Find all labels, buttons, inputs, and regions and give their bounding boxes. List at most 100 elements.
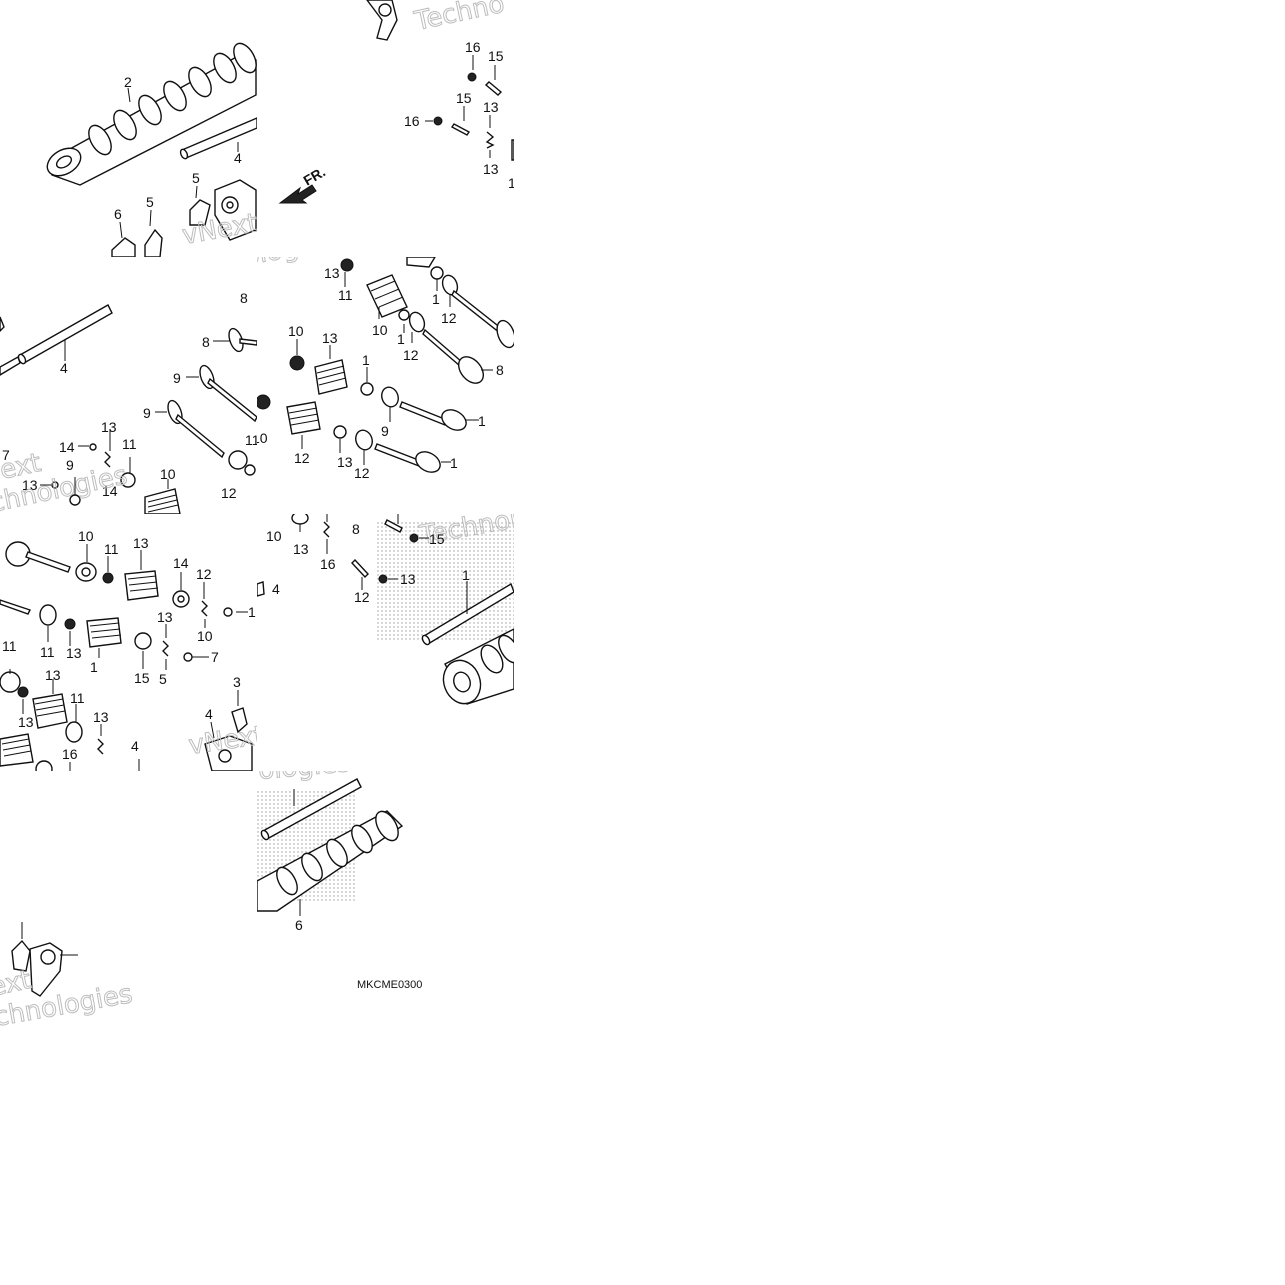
callout-8: 8 <box>496 362 504 378</box>
valve-intake <box>167 364 257 459</box>
callout-12: 11 <box>40 644 55 660</box>
callout-6: 6 <box>114 206 122 222</box>
callout-5: 5 <box>146 194 154 210</box>
callout-5: 5 <box>192 170 200 186</box>
callout-3: 6 <box>295 917 303 933</box>
callout-13: 14 <box>102 483 118 499</box>
arrow-icon <box>278 184 317 204</box>
tile-center: ologies <box>257 257 514 514</box>
callout-13: 13 <box>324 265 340 281</box>
valve-spring-group <box>257 355 399 451</box>
tile-top-middle: Techno FR. 16 15 15 13 16 13 1 <box>257 0 514 257</box>
callout-15: 12 <box>354 589 370 605</box>
callout-11: 14 <box>173 555 189 571</box>
callout-10: 10 <box>160 466 176 482</box>
callout-1: 1 <box>248 604 256 620</box>
callout-1: 13 <box>337 454 353 470</box>
camshaft-exhaust <box>442 628 514 705</box>
callout-12: 9 <box>381 423 389 439</box>
callout-12: 12 <box>403 347 419 363</box>
callout-16: 13 <box>400 571 416 587</box>
tile-bottom-left: ext chnologies <box>0 771 257 1028</box>
rocker-arm-group <box>11 939 63 997</box>
callout-15: 15 <box>488 48 504 64</box>
cotter-group <box>51 443 256 506</box>
rocker-shaft <box>260 778 362 841</box>
callout-11: 11 <box>70 690 85 706</box>
callout-10: 10 <box>372 322 388 338</box>
valve-exhaust <box>422 289 514 384</box>
callout-12: 12 <box>441 310 457 326</box>
callout-5: 3 <box>233 674 241 690</box>
callout-4: 4 <box>234 150 242 166</box>
callout-14: 14 <box>59 439 75 455</box>
callout-1: 13 <box>18 714 34 730</box>
callout-14: 7 <box>211 649 219 665</box>
callout-10: 13 <box>322 330 338 346</box>
callout-9: 9 <box>173 370 181 386</box>
callout-10: 1 <box>90 659 98 675</box>
callout-1: 13 <box>66 645 82 661</box>
rocker-shaft <box>179 117 257 160</box>
callout-11: 10 <box>288 323 304 339</box>
callout-13: 16 <box>62 746 78 762</box>
watermark-text: ologies <box>257 771 352 786</box>
valve-spring-group <box>0 562 233 771</box>
valve-intake <box>0 541 71 615</box>
callout-13: 13 <box>483 99 499 115</box>
rocker-shaft <box>0 304 113 376</box>
callout-8: 8 <box>240 290 248 306</box>
callout-13: 13 <box>93 709 109 725</box>
callout-13: 13 <box>101 419 117 435</box>
callout-14: 13 <box>22 477 38 493</box>
callout-10: 10 <box>266 528 282 544</box>
callout-16: 16 <box>404 113 420 129</box>
callout-1: 1 <box>508 175 514 191</box>
callout-15: 4 <box>131 738 139 754</box>
tile-bottom-middle: ologies 6 MKCME0300 <box>257 771 514 1028</box>
tile-top-left: 2 4 5 5 6 vNext Te <box>0 0 257 257</box>
callout-13: 16 <box>320 556 336 572</box>
diagram-code: MKCME0300 <box>357 979 422 991</box>
callout-12: 12 <box>221 485 237 501</box>
callout-13: 9 <box>66 457 74 473</box>
callout-4: 4 <box>60 360 68 376</box>
callout-13: 5 <box>159 671 167 687</box>
callout-1: 10 <box>257 430 268 446</box>
watermark-text: Techno <box>411 0 507 37</box>
callout-1: 1 <box>397 331 405 347</box>
tile-lower-middle: Technol <box>257 514 514 771</box>
callout-1: 11 <box>245 432 257 448</box>
direction-label: FR. <box>301 163 329 188</box>
callout-7: 4 <box>205 706 213 722</box>
callout-2: 2 <box>124 74 132 90</box>
callout-12: 11 <box>2 638 17 654</box>
callout-13: 13 <box>483 161 499 177</box>
callout-10: 12 <box>294 450 310 466</box>
callout-11: 11 <box>122 436 137 452</box>
callout-12: 10 <box>78 528 94 544</box>
valve-spring <box>144 488 181 514</box>
tile-lower-left: 10 11 13 14 12 10 1 11 13 1 15 13 5 7 11… <box>0 514 257 771</box>
callout-16: 15 <box>429 531 445 547</box>
rocker-arm-group <box>111 179 257 257</box>
valve-spring-group <box>257 514 419 597</box>
callout-11: 15 <box>134 670 150 686</box>
valve-intake <box>374 401 467 473</box>
camshaft-exhaust <box>257 810 404 912</box>
callout-10: 13 <box>45 667 61 683</box>
valve-exhaust <box>228 327 257 353</box>
camshaft-intake <box>46 42 257 186</box>
callout-1: 1 <box>362 352 370 368</box>
callout-7: 7 <box>2 447 10 463</box>
callout-13: 8 <box>352 521 360 537</box>
callout-1: 1 <box>432 291 440 307</box>
rocker-arm <box>366 0 398 41</box>
valve-spring-group <box>340 257 459 333</box>
callout-12: 12 <box>354 465 370 481</box>
callout-1: 11 <box>104 541 119 557</box>
callout-9: 1 <box>478 413 486 429</box>
tile-middle-left: 4 8 8 9 9 <box>0 257 257 514</box>
callout-9: 1 <box>450 455 458 471</box>
